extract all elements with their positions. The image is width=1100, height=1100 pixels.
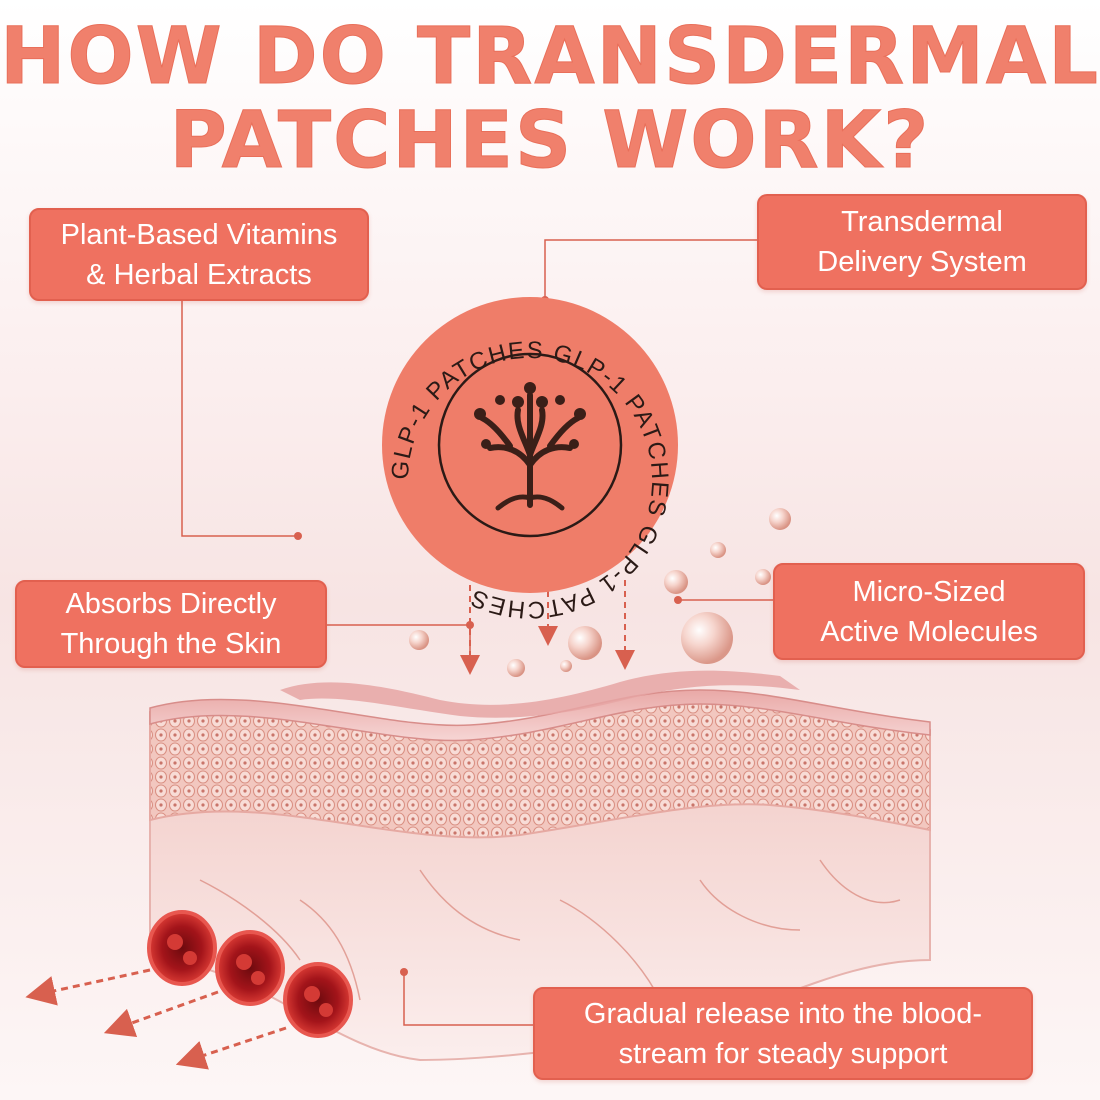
callout-delivery-line2: Delivery System [817,246,1027,278]
callout-plant-based-line2: & Herbal Extracts [86,258,312,291]
stratum-layer [149,670,931,742]
callout-gradual-release: Gradual release into the blood- stream f… [533,987,1033,1080]
callout-release-line2: stream for steady support [618,1037,948,1070]
callout-molecules-line1: Micro-Sized [852,575,1006,608]
callout-absorbs: Absorbs Directly Through the Skin [15,580,327,668]
flow-arrows [25,968,287,1070]
callout-absorbs-line1: Absorbs Directly [65,588,277,620]
molecule-bubbles [409,508,791,677]
callout-plant-based: Plant-Based Vitamins & Herbal Extracts [29,208,369,301]
blood-vessels [147,910,353,1038]
headline-line-1: HOW DO TRANSDERMAL [0,12,1100,102]
callout-absorbs-line2: Through the Skin [60,628,282,660]
glp1-patch: GLP-1 PATCHES GLP-1 PATCHES GLP-1 PATCHE… [382,297,678,623]
callout-delivery-line1: Transdermal [841,206,1003,238]
callout-molecules-line2: Active Molecules [820,615,1038,648]
callout-release-line1: Gradual release into the blood- [583,997,983,1030]
headline-line-2: PATCHES WORK? [169,96,931,186]
callout-delivery-system: Transdermal Delivery System [757,194,1087,290]
callout-plant-based-line1: Plant-Based Vitamins [60,218,338,251]
tree-icon [474,382,586,511]
callout-molecules: Micro-Sized Active Molecules [773,563,1085,660]
absorption-arrows [460,580,635,675]
